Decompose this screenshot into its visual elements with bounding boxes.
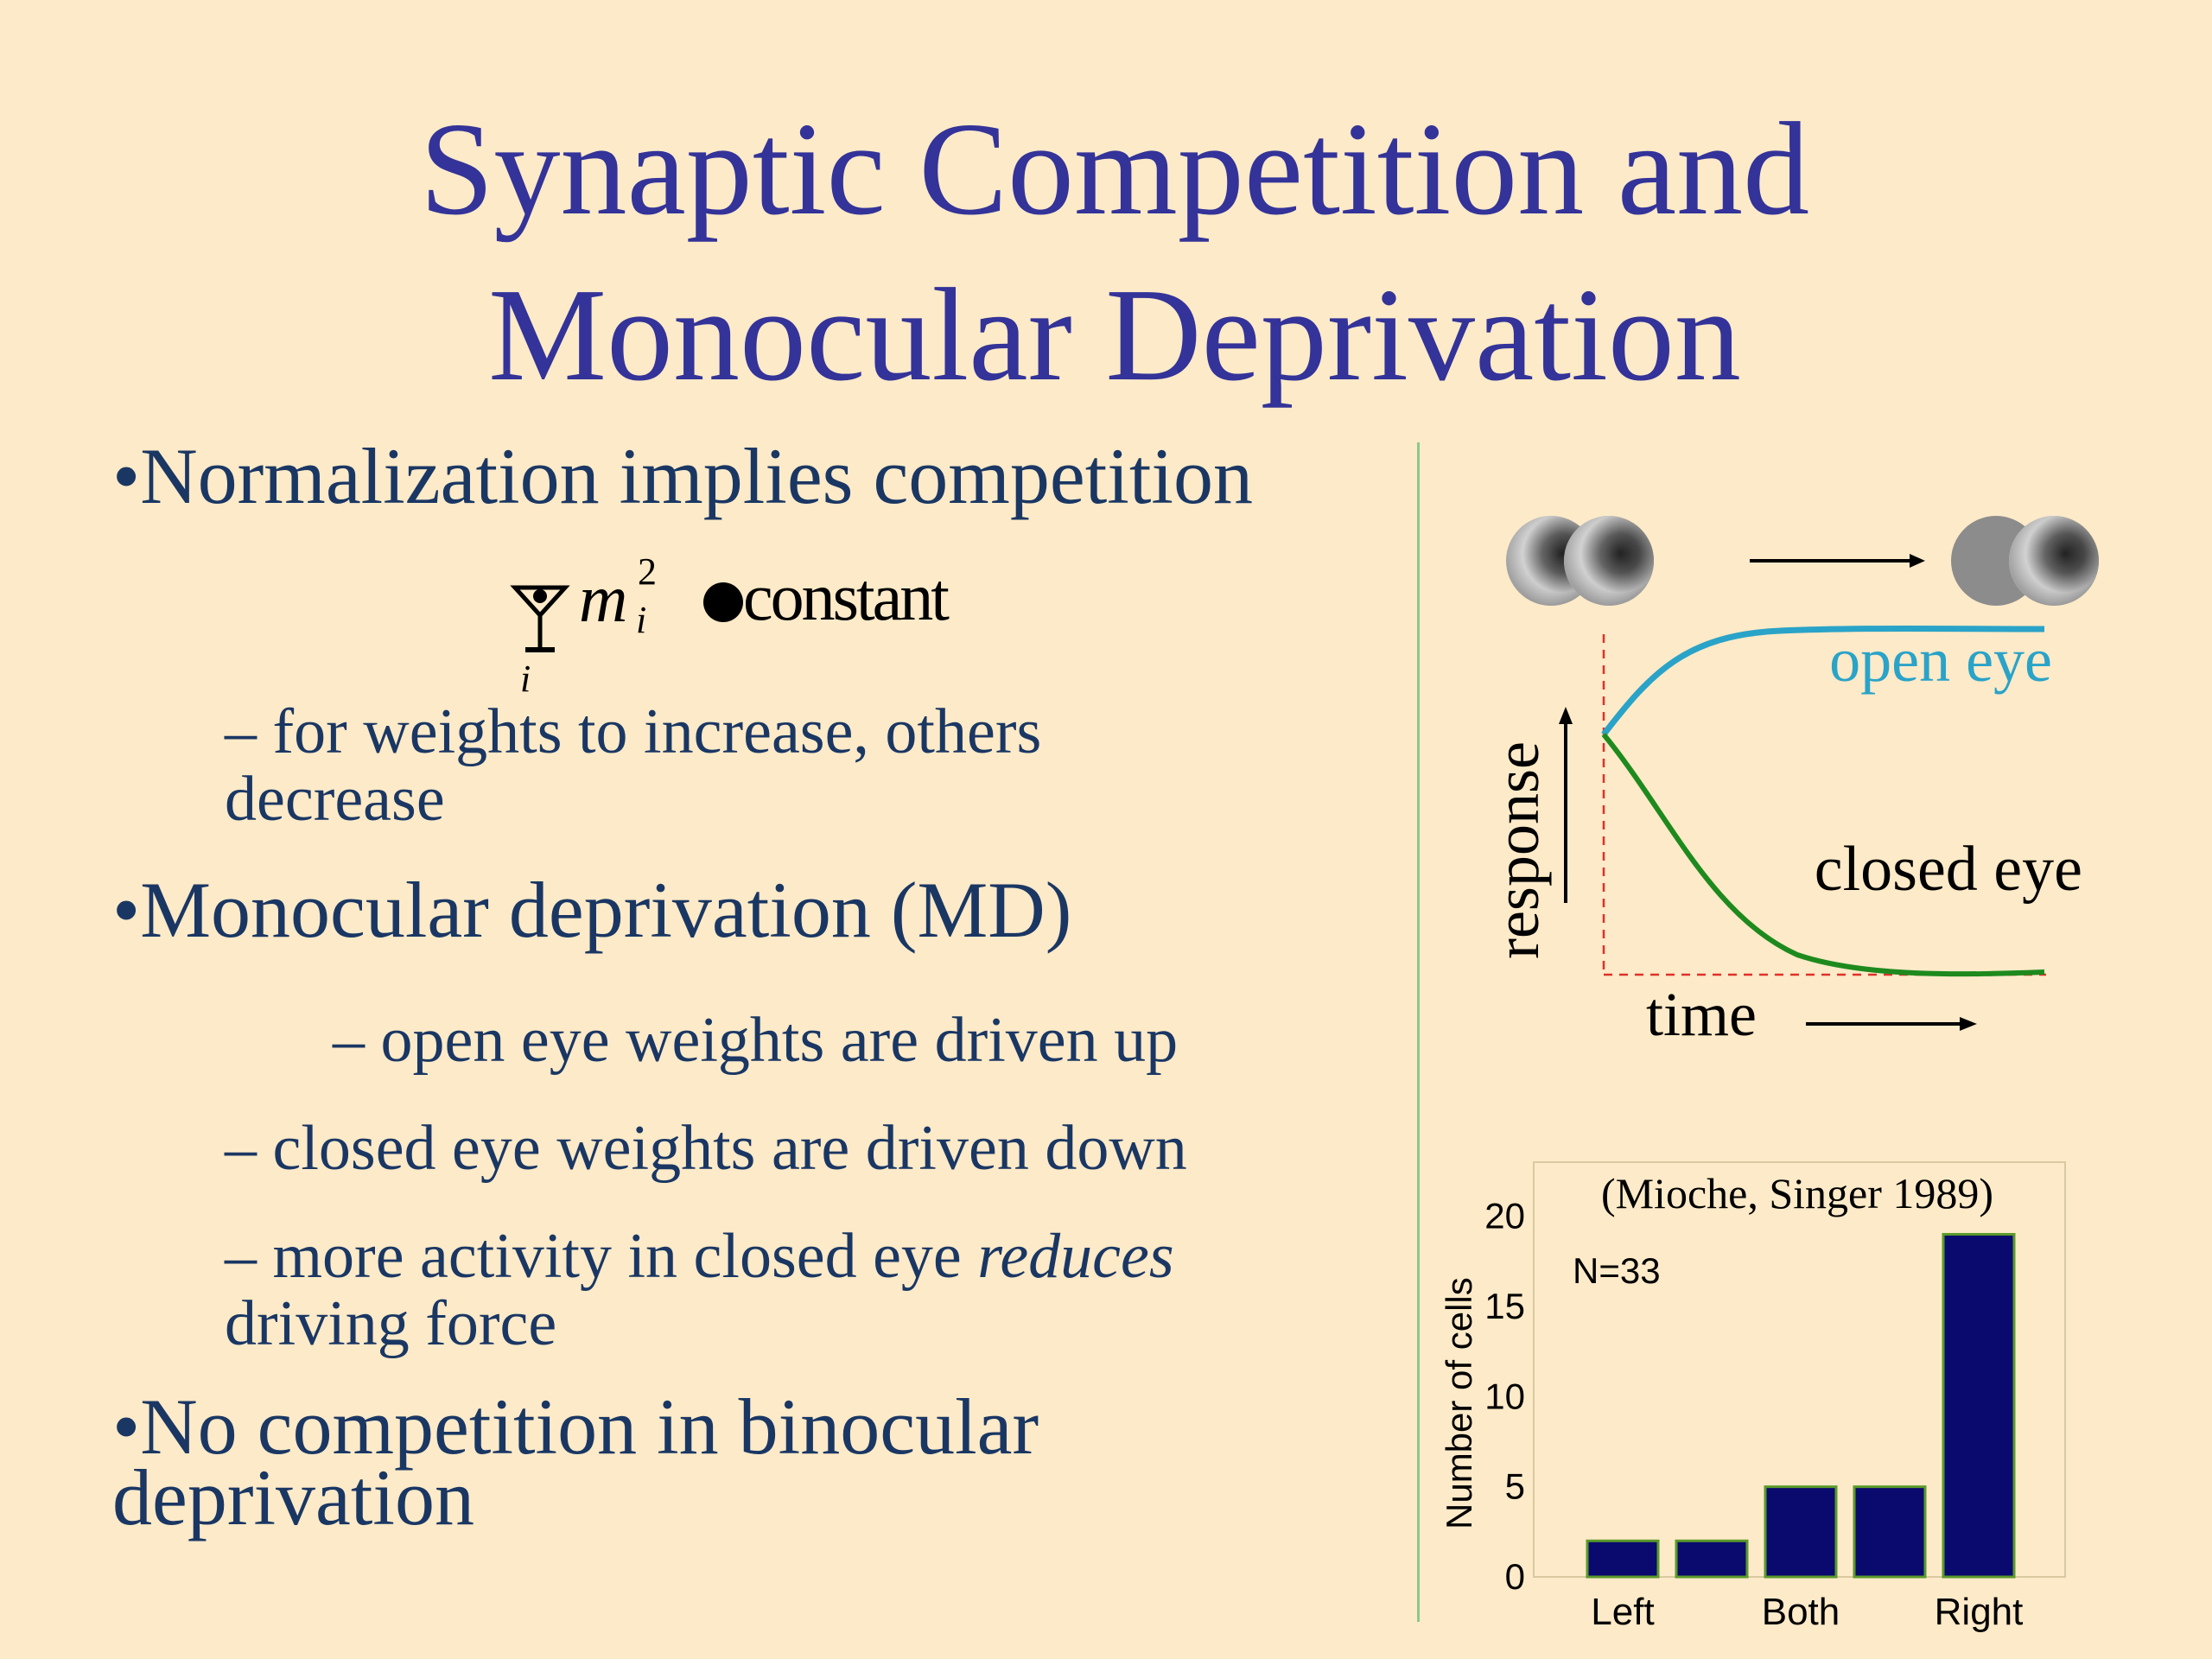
bullet-closed-eye: – closed eye weights are driven down (225, 1113, 1187, 1184)
chart-bar (1675, 1539, 1749, 1579)
x-tick-label: Left (1591, 1591, 1654, 1633)
bullet-open-eye: – open eye weights are driven up (333, 1005, 1179, 1076)
receptive-fields (1506, 516, 2099, 606)
bullet-activity: – more activity in closed eye reduces dr… (225, 1223, 1174, 1357)
chart-title: (Mioche, Singer 1989) (1601, 1169, 1993, 1217)
bullet-activity-italic: reduces (977, 1221, 1174, 1292)
chart-bar (1942, 1232, 2016, 1579)
response-arrow-icon (1559, 707, 1573, 903)
chart-annotation: N=33 (1573, 1250, 1661, 1291)
arrow-icon (1750, 554, 1925, 568)
open-eye-curve (1601, 626, 2045, 737)
y-tick-label: 15 (1484, 1286, 1525, 1326)
formula-subscript: i (636, 599, 647, 641)
y-tick-label: 20 (1484, 1196, 1525, 1236)
bullet-activity-text-2: driving force (225, 1288, 557, 1359)
time-axis-label: time (1646, 980, 1757, 1049)
bullet-binocular: •No competition in binocular deprivation (112, 1387, 1236, 1537)
title-line-1: Synaptic Competition and (419, 96, 1810, 243)
time-arrow-icon (1806, 1017, 1977, 1031)
y-axis-label: Number of cells (1439, 1277, 1479, 1529)
normalization-formula: m 2 i i constant (510, 544, 994, 700)
response-diagram: open eye closed eye response time (1483, 626, 2082, 1049)
bullet-dot-icon (703, 582, 743, 622)
bullet-monocular: •Monocular deprivation (MD) (112, 866, 1072, 954)
bullet-activity-text: – more activity in closed eye (225, 1221, 978, 1292)
chart-bar (1586, 1539, 1660, 1579)
response-axis-label: response (1483, 741, 1552, 959)
formula-sum-index: i (520, 658, 531, 700)
formula-variable: m (579, 561, 628, 636)
bullet-binocular-text: •No competition in binocular deprivation (112, 1382, 1039, 1541)
chart-bar (1853, 1485, 1927, 1579)
title-line-2: Monocular Deprivation (488, 262, 1741, 409)
bullet-normalization-sub-text: – for weights to increase, others decrea… (225, 696, 1042, 835)
bullet-normalization: •Normalization implies competition (112, 432, 1253, 520)
bullet-list: •Normalization implies competition m 2 i… (112, 432, 1253, 1537)
bullet-normalization-sub: – for weights to increase, others decrea… (225, 698, 1227, 833)
chart-bar (1764, 1485, 1838, 1579)
closed-eye-curve (1601, 733, 2045, 977)
y-tick-label: 0 (1505, 1556, 1525, 1597)
y-tick-label: 5 (1505, 1466, 1525, 1507)
x-tick-label: Right (1935, 1591, 2024, 1633)
slide-title: Synaptic Competition and Monocular Depri… (0, 86, 2212, 418)
vertical-divider (1417, 442, 1420, 1622)
open-eye-label: open eye (1829, 626, 2052, 695)
rf-after-open-icon (2009, 516, 2099, 606)
sum-icon (510, 585, 570, 652)
x-tick-label: Both (1762, 1591, 1840, 1633)
rf-before-right-icon (1564, 516, 1654, 606)
formula-rhs: constant (743, 559, 950, 634)
closed-eye-label: closed eye (1815, 834, 2082, 905)
formula-superscript: 2 (638, 550, 657, 593)
y-tick-label: 10 (1484, 1376, 1525, 1416)
